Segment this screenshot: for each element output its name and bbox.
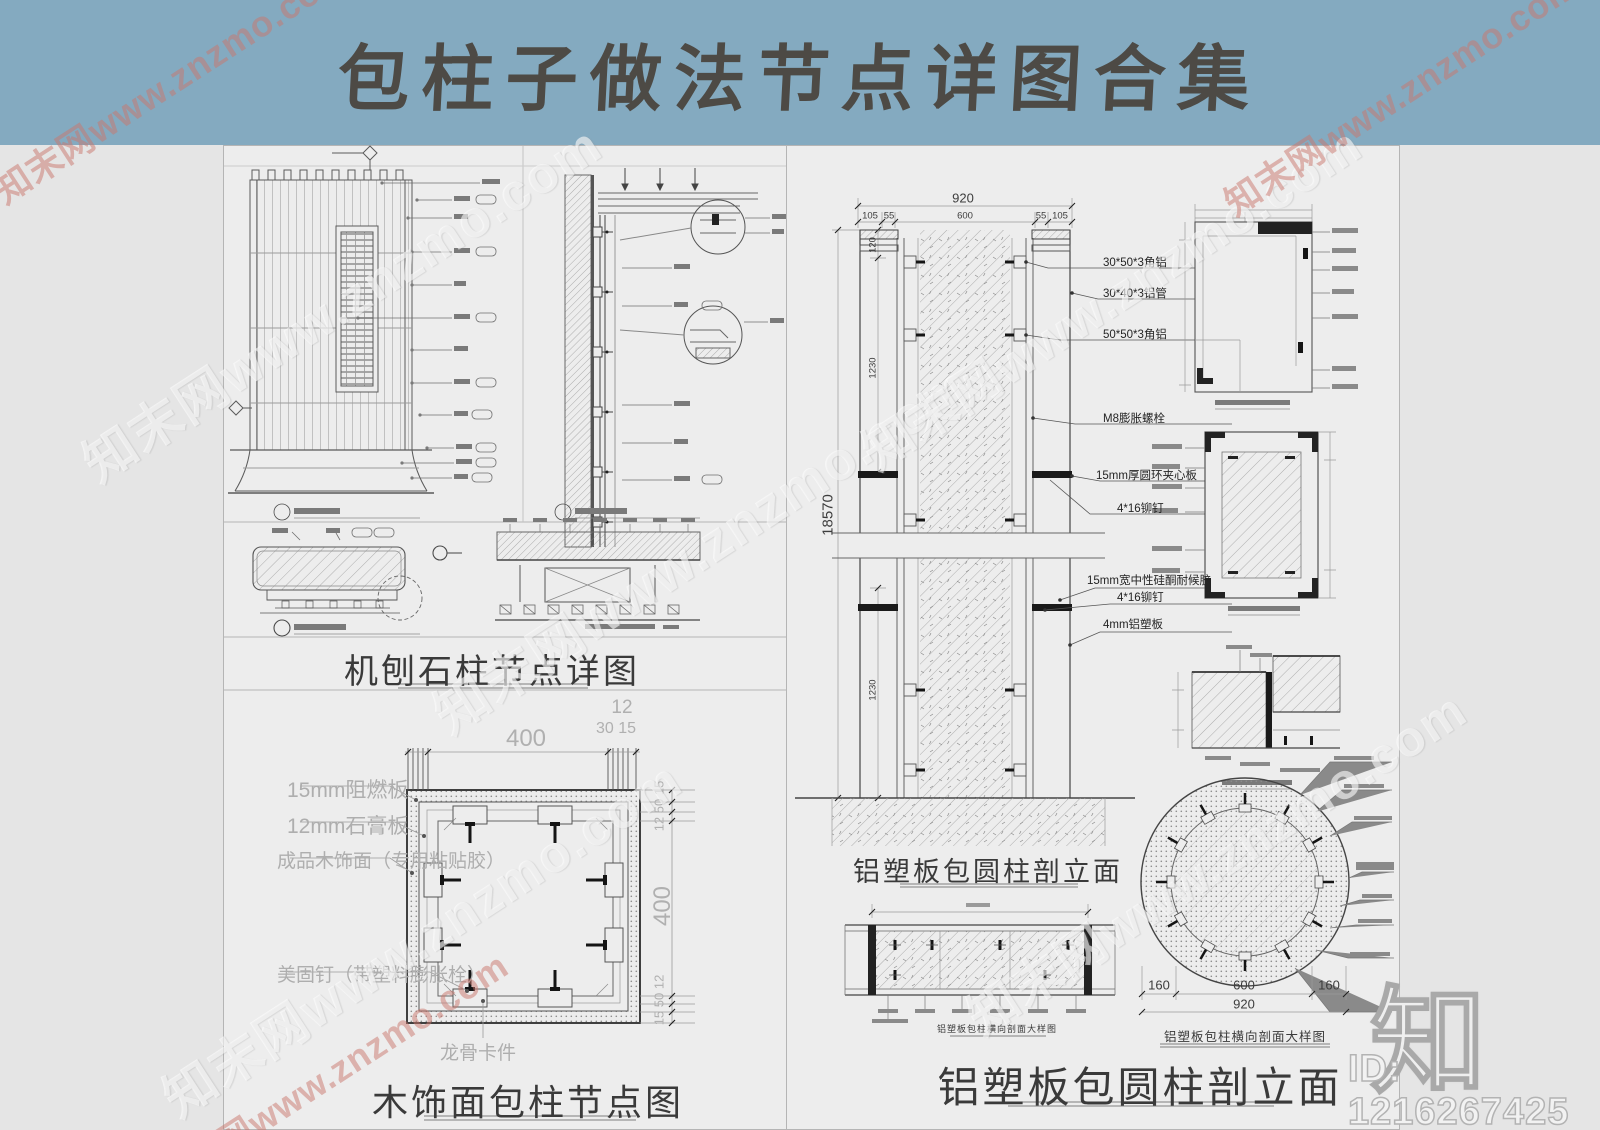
- alu-label-sealant: 15mm宽中性硅酮耐候胶: [1087, 575, 1211, 587]
- alu-circle-caption: 铝塑板包柱横向剖面大样图: [1163, 1030, 1327, 1044]
- base-section: [495, 518, 701, 629]
- alu-elevation-caption-large: 铝塑板包圆柱剖立面: [937, 1066, 1343, 1112]
- circle-dim-left: 160: [1148, 977, 1170, 993]
- wood-panel-caption: 木饰面包柱节点图: [371, 1083, 685, 1123]
- stone-plan-section: [252, 527, 462, 637]
- alu-elevation-caption: 铝塑板包圆柱剖立面: [853, 857, 1123, 887]
- alu-plan-detail-a: [1179, 204, 1358, 410]
- alu-dim-total-width: 920: [952, 190, 974, 206]
- wood-dim-t2: 30 15: [595, 720, 637, 737]
- stone-elevation-leaders: [273, 179, 500, 521]
- circle-dim-mid: 600: [1233, 977, 1255, 993]
- alu-dim-w5: 105: [1052, 210, 1068, 222]
- alu-dim-w4: 55: [1035, 210, 1047, 222]
- wood-node: [288, 683, 695, 1121]
- asset-id: ID: 1216267425: [1347, 1047, 1570, 1130]
- alu-dim-w2: 55: [883, 210, 895, 222]
- wood-dim-layer-bottom: 15 50 12: [651, 974, 667, 1026]
- wood-label-fireboard: 15mm阻燃板: [287, 779, 409, 802]
- circle-dim-right: 160: [1318, 977, 1340, 993]
- alu-dim-h1: 120: [867, 237, 879, 253]
- alu-dim-w3: 600: [957, 210, 973, 222]
- wood-dim-side-height: 400: [649, 885, 676, 927]
- alu-label-angle-5050: 50*50*3角铝: [1103, 329, 1167, 341]
- brand-logo: 知末: [1369, 976, 1494, 1108]
- stone-panel-caption: 机刨石柱节点详图: [344, 654, 640, 691]
- alu-label-ring-board: 15mm厚圆环夹心板: [1096, 470, 1197, 482]
- alu-label-tube-3040: 30*40*3铝管: [1103, 288, 1167, 300]
- alu-label-rivet-1: 4*16铆钉: [1117, 503, 1164, 515]
- wall-section: [564, 168, 758, 548]
- header-band: 包柱子做法节点详图合集: [0, 0, 1600, 145]
- alu-elevation: [795, 198, 1274, 1107]
- wood-label-keel-clip: 龙骨卡件: [440, 1043, 517, 1064]
- alu-strip-section: [844, 903, 1116, 1037]
- wood-dim-t1: 12: [611, 697, 633, 718]
- alu-dim-h3: 1230: [867, 679, 879, 701]
- wood-dim-top-width: 400: [505, 725, 547, 752]
- alu-label-angle-3050: 30*50*3角铝: [1103, 257, 1167, 269]
- alu-dim-h2: 1230: [867, 357, 879, 379]
- alu-circle-plan: [1138, 756, 1394, 1048]
- alu-plan-detail-b: [1152, 431, 1336, 616]
- page-title: 包柱子做法节点详图合集: [335, 40, 1264, 120]
- wood-label-veneer: 成品木饰面（专用粘贴胶）: [277, 851, 506, 872]
- wood-label-nail: 美固钉（带塑料膨胀栓）: [277, 965, 487, 986]
- alu-dim-w1: 105: [862, 210, 878, 222]
- stone-elevation: [228, 145, 434, 494]
- alu-label-acp: 4mm铝塑板: [1103, 619, 1164, 631]
- alu-label-anchor-bolt: M8膨胀螺栓: [1103, 413, 1165, 425]
- alu-label-rivet-2: 4*16铆钉: [1117, 592, 1164, 604]
- alu-strip-caption: 铝塑板包柱横向剖面大样图: [936, 1024, 1058, 1034]
- wood-label-gypsum: 12mm石膏板: [287, 815, 409, 838]
- circle-dim-total: 920: [1233, 996, 1255, 1012]
